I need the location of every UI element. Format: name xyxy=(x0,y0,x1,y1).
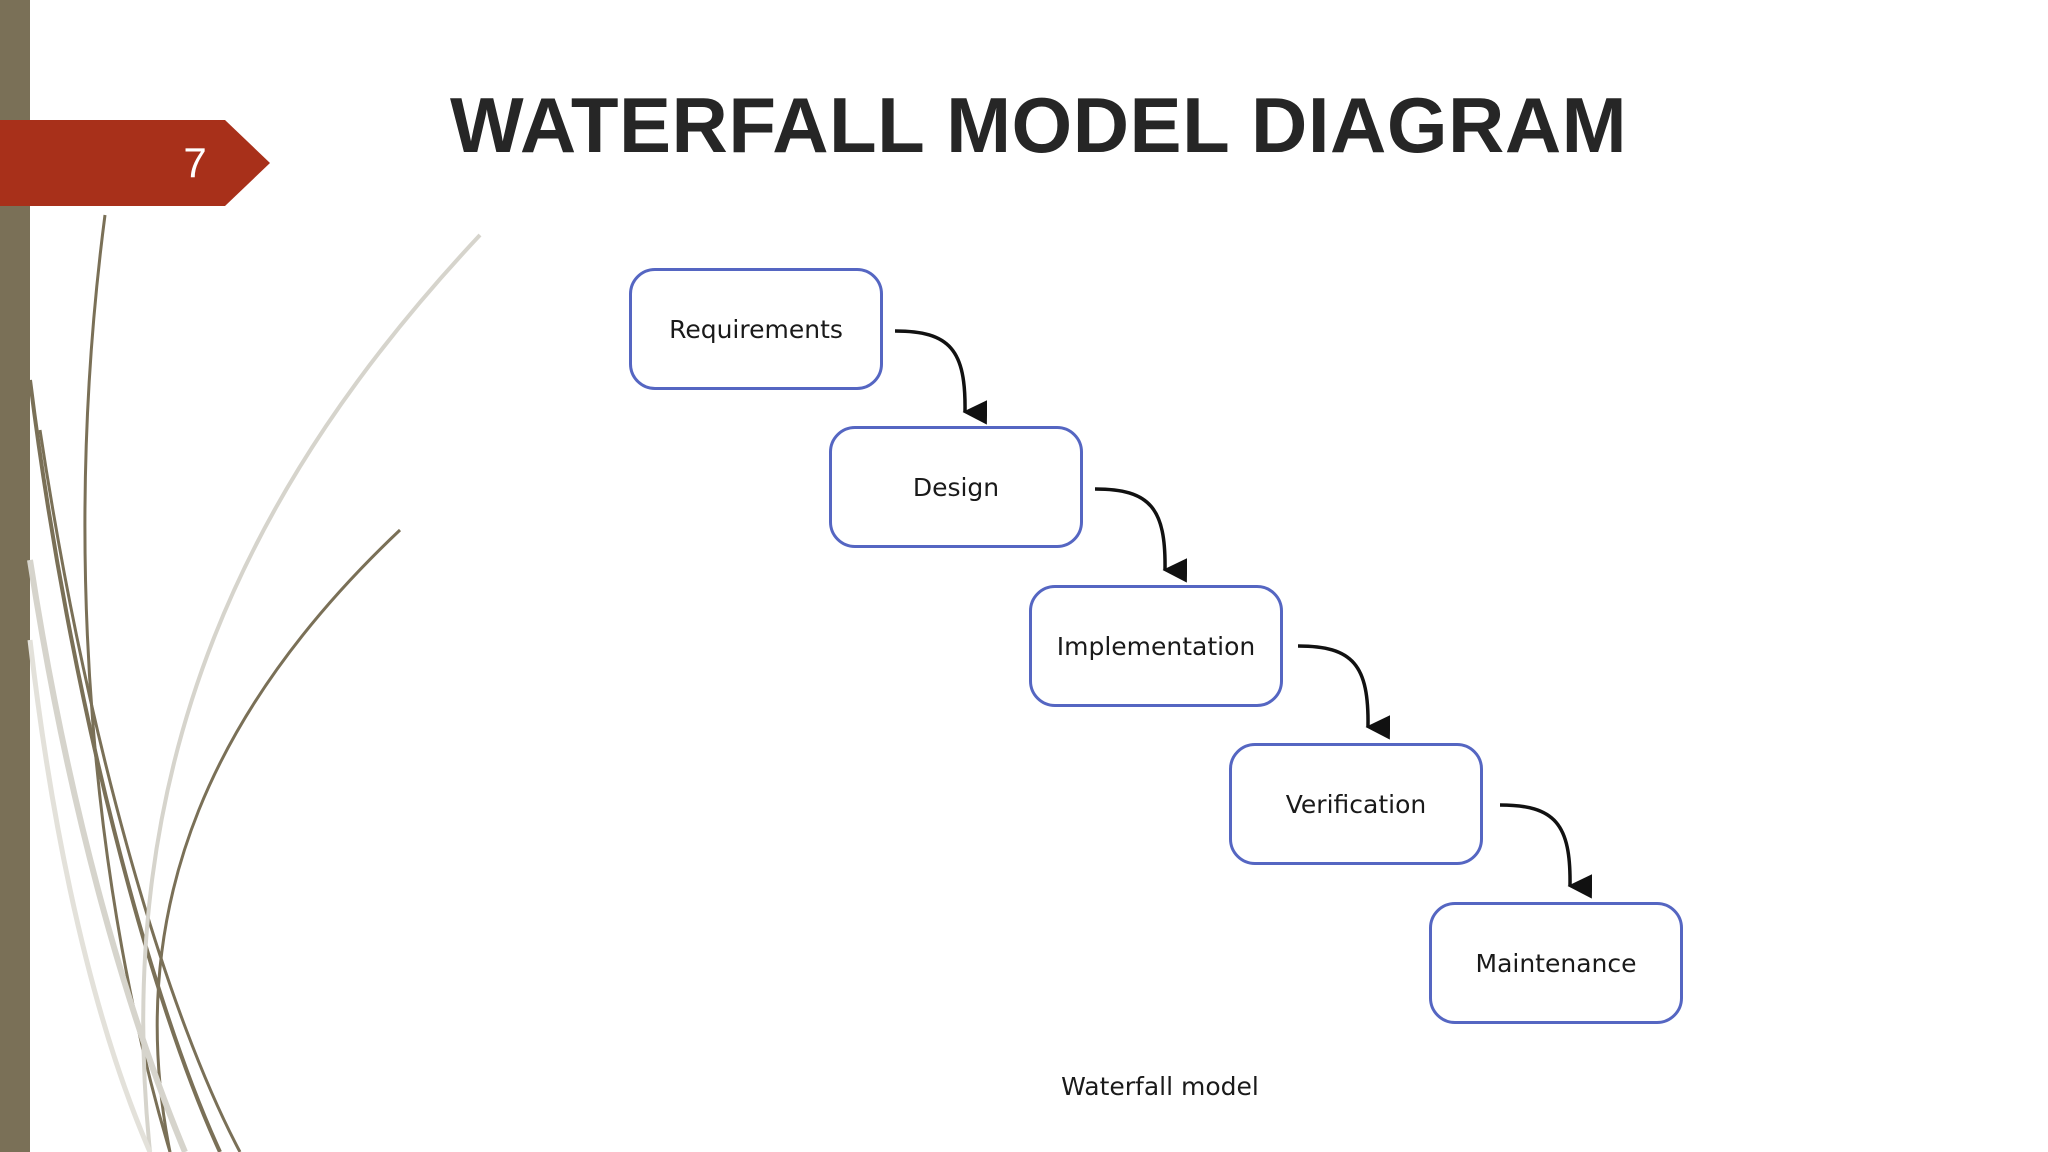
arrow-verification-to-maintenance xyxy=(1499,803,1593,899)
stage-maintenance: Maintenance xyxy=(1429,902,1683,1024)
slide-title: WATERFALL MODEL DIAGRAM xyxy=(450,81,1628,169)
stage-design: Design xyxy=(829,426,1083,548)
slide-number-tag xyxy=(0,120,270,206)
arrow-design-to-implementation xyxy=(1094,487,1188,583)
diagram-caption: Waterfall model xyxy=(1061,1072,1259,1101)
stage-requirements: Requirements xyxy=(629,268,883,390)
arrow-requirements-to-design xyxy=(894,329,988,425)
slide-number: 7 xyxy=(183,139,207,186)
decorative-grass-curves xyxy=(27,214,482,1152)
arrow-implementation-to-verification xyxy=(1297,644,1391,740)
stage-implementation: Implementation xyxy=(1029,585,1283,707)
stage-verification: Verification xyxy=(1229,743,1483,865)
